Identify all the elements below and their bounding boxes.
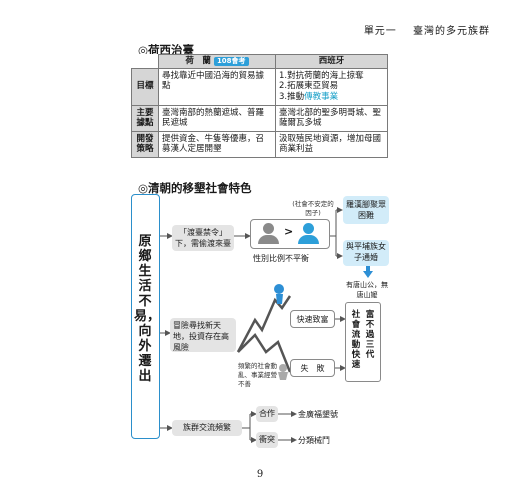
col-dutch-label: 荷 蘭 — [185, 56, 211, 66]
male-body-icon — [258, 235, 279, 244]
section-title-dutch-spanish: ◎荷西治臺 — [138, 43, 195, 57]
quick-wealth-box: 快速致富 — [290, 310, 335, 328]
cell-spain-strategy: 汲取殖民地資源，增加母國商業利益 — [275, 130, 388, 159]
spain-goal-3: 3.推動傳教事業 — [279, 91, 339, 102]
social-unrest-note: 頻繁的社會動亂、事業經營不善 — [238, 362, 277, 388]
unit-label: 單元一 — [363, 26, 397, 37]
crossing-ban-box: 「渡臺禁令」下，需偷渡來臺 — [172, 225, 234, 251]
table-row: 開發策略 提供資金、牛隻等優惠，召募漢人定居開墾 汲取殖民地資源，增加母國商業利… — [131, 130, 388, 159]
greater-than-icon: > — [284, 225, 294, 238]
failure-box: 失 敗 — [290, 359, 335, 377]
social-mobility-box — [345, 302, 381, 382]
rich-not-three-generations: 富不過三代 — [365, 310, 375, 360]
intermarriage-box: 與平埔族女子通婚 — [343, 240, 389, 266]
row-head-strategy: 開發策略 — [131, 130, 159, 159]
clan-fights-label: 分類械鬥 — [298, 436, 330, 445]
section-title-qing-society: ◎清朝的移墾社會特色 — [138, 181, 252, 195]
unit-title: 臺灣的多元族群 — [413, 26, 490, 37]
table-row: 目標 尋找靠近中國沿海的貿易據點 1.對抗荷蘭的海上掠奪 2.拓展東亞貿易 3.… — [131, 67, 388, 106]
cell-spain-base: 臺灣北部的聖多明哥城、聖薩爾瓦多城 — [275, 104, 388, 132]
cell-spain-goal: 1.對抗荷蘭的海上掠奪 2.拓展東亞貿易 3.推動傳教事業 — [275, 67, 388, 106]
risk-investment-box: 冒險尋找新天地，投資存在高風險 — [170, 318, 236, 352]
male-avatar-icon — [263, 223, 274, 234]
gender-imbalance-label: 性別比例不平衡 — [253, 254, 309, 263]
conflict-box: 衝突 — [256, 432, 278, 448]
spain-goal-1: 1.對抗荷蘭的海上掠奪 — [279, 70, 364, 81]
female-avatar-icon — [303, 223, 314, 234]
cooperation-box: 合作 — [256, 406, 278, 422]
no-tangshan-mother-label: 有唐山公，無唐山嬤 — [346, 281, 388, 299]
luohan-box: 羅漢腳聚眾困難 — [343, 196, 389, 224]
female-body-icon — [298, 235, 319, 244]
social-instability-note: (社會不安定的因子) — [292, 200, 334, 217]
col-header-spain: 西班牙 — [275, 54, 388, 69]
rapid-social-mobility: 社會流動快速 — [351, 310, 361, 370]
spain-goal-2: 2.拓展東亞貿易 — [279, 81, 339, 92]
page-number: 9 — [256, 469, 264, 480]
main-cause-box — [131, 194, 160, 439]
row-head-goal: 目標 — [131, 67, 159, 106]
main-cause-text: 原鄉生活不易，向外遷出 — [134, 234, 161, 384]
ethnic-exchange-box: 族群交流頻繁 — [172, 420, 242, 436]
cell-dutch-strategy: 提供資金、牛隻等優惠，召募漢人定居開墾 — [158, 130, 276, 159]
running-header: 單元一 臺灣的多元族群 — [364, 22, 490, 37]
gender-imbalance-box: > — [250, 219, 330, 249]
row-head-base: 主要據點 — [131, 104, 159, 132]
exam-badge: 108會考 — [213, 57, 249, 66]
jinguangfu-label: 金廣福墾號 — [298, 410, 338, 419]
